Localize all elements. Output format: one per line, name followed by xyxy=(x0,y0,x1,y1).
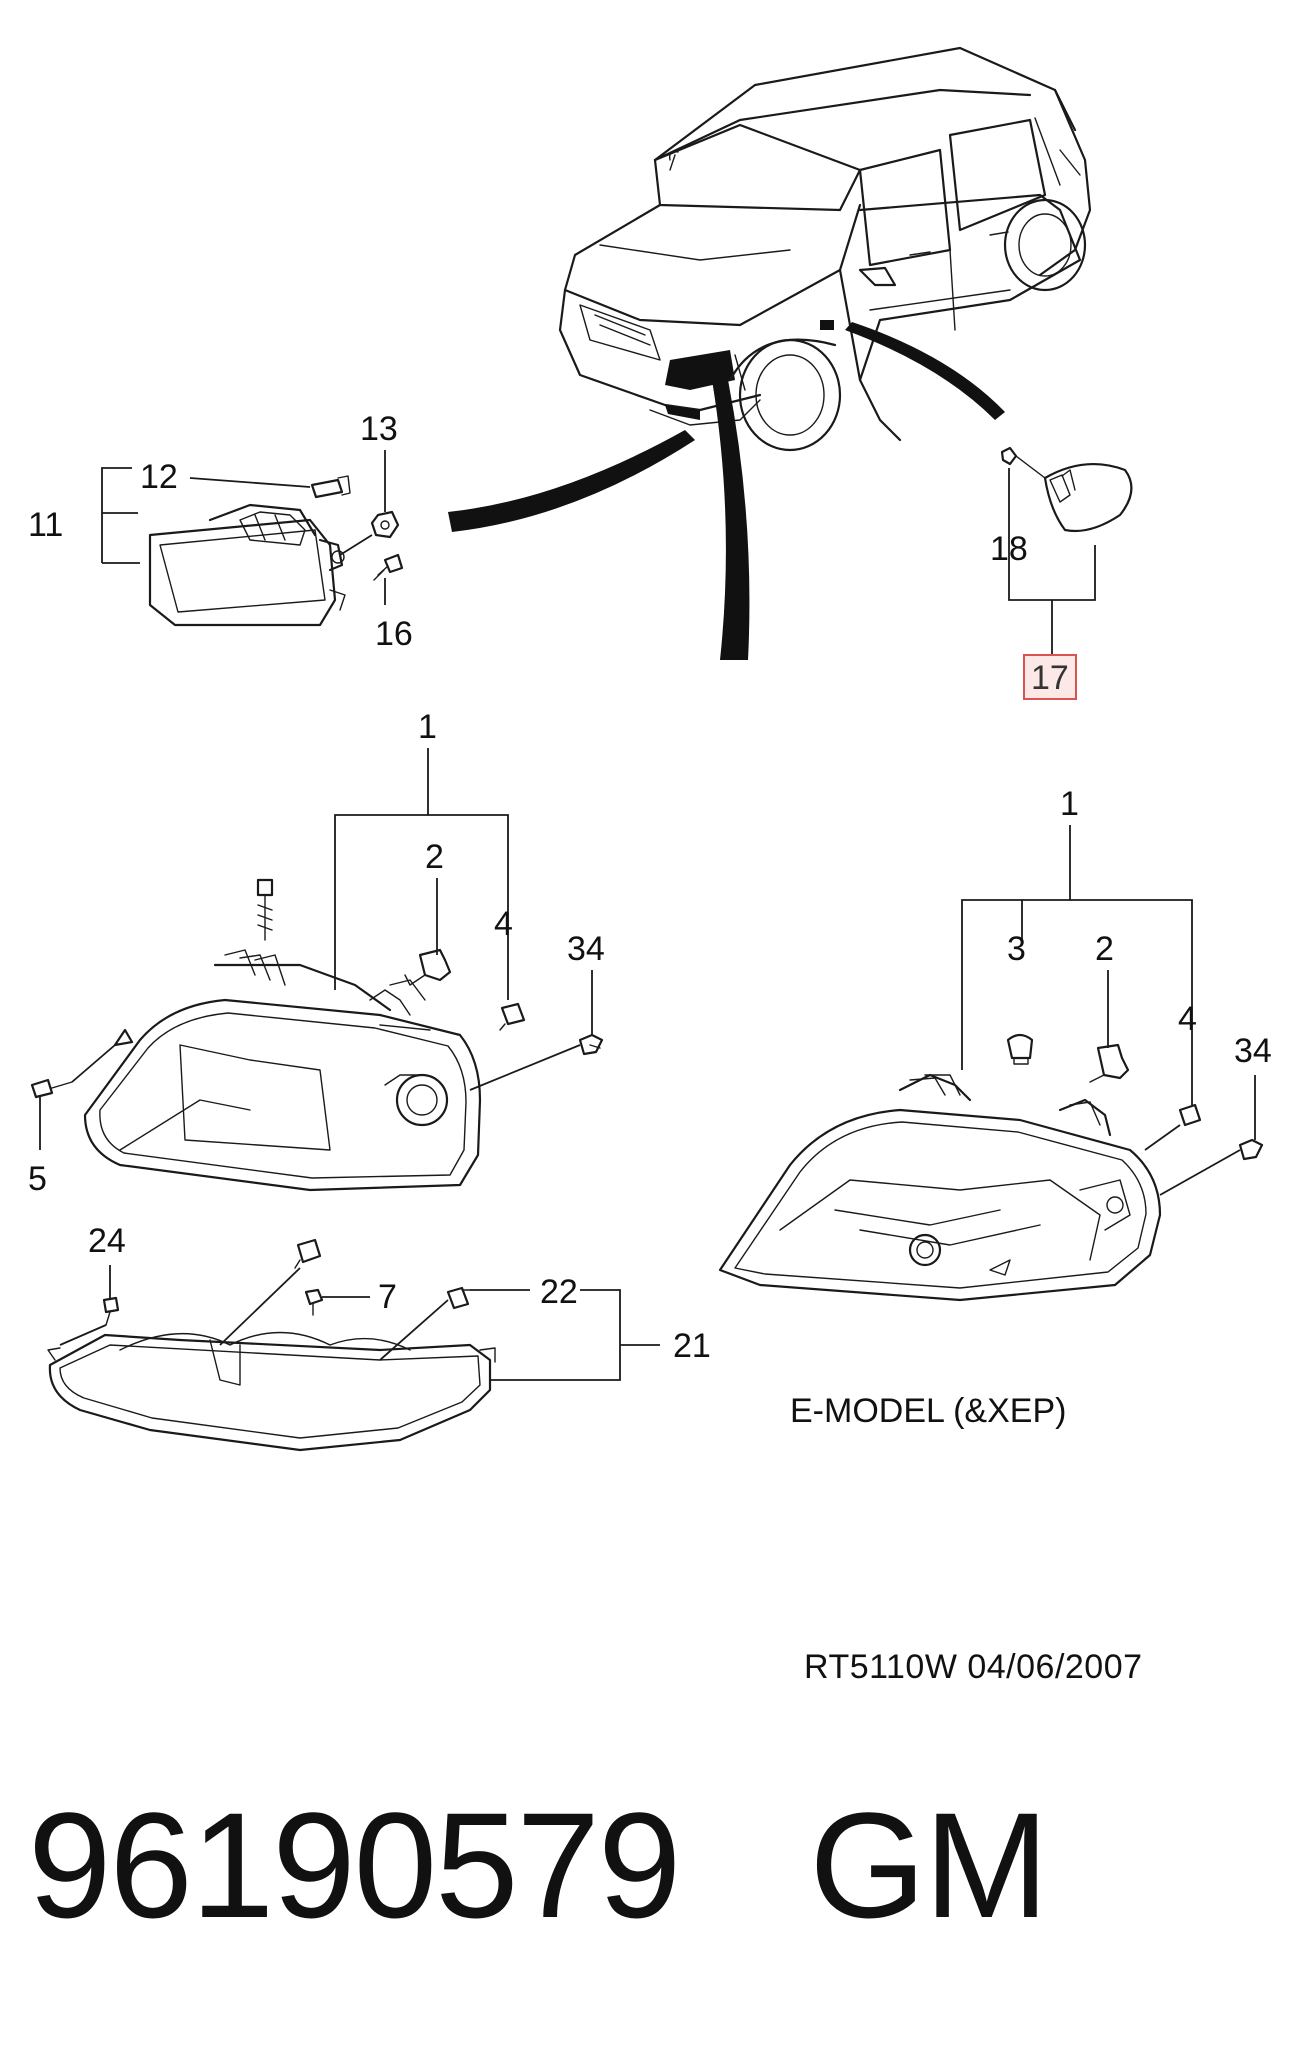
fog-screw-16 xyxy=(373,553,404,581)
callout-7: 7 xyxy=(378,1278,397,1316)
callout-22: 22 xyxy=(540,1273,578,1311)
corner-lamp-assembly xyxy=(47,1331,496,1452)
callout-12: 12 xyxy=(140,458,178,496)
callout-5: 5 xyxy=(28,1160,47,1198)
right-bulb-2 xyxy=(1089,1043,1130,1083)
fog-lamp-assembly xyxy=(148,503,346,627)
fog-screw-12 xyxy=(310,475,351,499)
part-number: 96190579 xyxy=(28,1781,681,1949)
callout-2-left: 2 xyxy=(425,838,444,876)
reference-code: RT5110W 04/06/2007 xyxy=(804,1648,1143,1686)
callout-13: 13 xyxy=(360,410,398,448)
part-number-line: 96190579 GM xyxy=(28,1781,1049,1949)
callout-34-right: 34 xyxy=(1234,1032,1272,1070)
car-illustration xyxy=(558,46,1092,452)
callout-16: 16 xyxy=(375,615,413,653)
model-caption: E-MODEL (&XEP) xyxy=(790,1392,1067,1430)
callout-3-right: 3 xyxy=(1007,930,1026,968)
callout-17-highlight: 17 xyxy=(1023,654,1077,700)
side-repeater-lamp xyxy=(1043,462,1133,533)
callout-11: 11 xyxy=(28,506,63,544)
callout-21: 21 xyxy=(673,1327,711,1365)
corner-bulb-top xyxy=(294,1238,322,1269)
corner-screw-7 xyxy=(304,1288,324,1316)
callout-4-right: 4 xyxy=(1178,1000,1197,1038)
left-screw-34 xyxy=(578,1033,604,1056)
side-repeater-bulb-18 xyxy=(1000,446,1046,479)
headlamp-assembly-right xyxy=(718,1073,1162,1302)
callout-1-left: 1 xyxy=(418,708,437,746)
callout-17: 17 xyxy=(1031,659,1069,697)
left-bulb-2 xyxy=(404,948,452,986)
leader-swoosh-headlamp xyxy=(712,380,750,660)
left-bulb-4 xyxy=(499,1002,526,1031)
corner-screw-24 xyxy=(102,1296,120,1326)
leader-swoosh-repeater xyxy=(845,322,1005,420)
callout-1-right: 1 xyxy=(1060,785,1079,823)
callout-34-left: 34 xyxy=(567,930,605,968)
brand-name: GM xyxy=(809,1781,1049,1949)
corner-bulb-22 xyxy=(446,1286,471,1310)
fog-nut-13 xyxy=(370,510,400,539)
leader-swoosh-foglamp xyxy=(448,430,695,532)
callout-24: 24 xyxy=(88,1222,126,1260)
left-screw-5 xyxy=(30,1078,73,1099)
left-bolt-top xyxy=(256,878,274,941)
callout-2-right: 2 xyxy=(1095,930,1114,968)
right-screw-34 xyxy=(1238,1138,1264,1161)
callout-4-left: 4 xyxy=(494,905,513,943)
right-bulb-4 xyxy=(1178,1103,1202,1127)
callout-18: 18 xyxy=(990,530,1028,568)
headlamp-assembly-left xyxy=(83,949,482,1192)
right-bulb-3 xyxy=(1006,1033,1034,1065)
